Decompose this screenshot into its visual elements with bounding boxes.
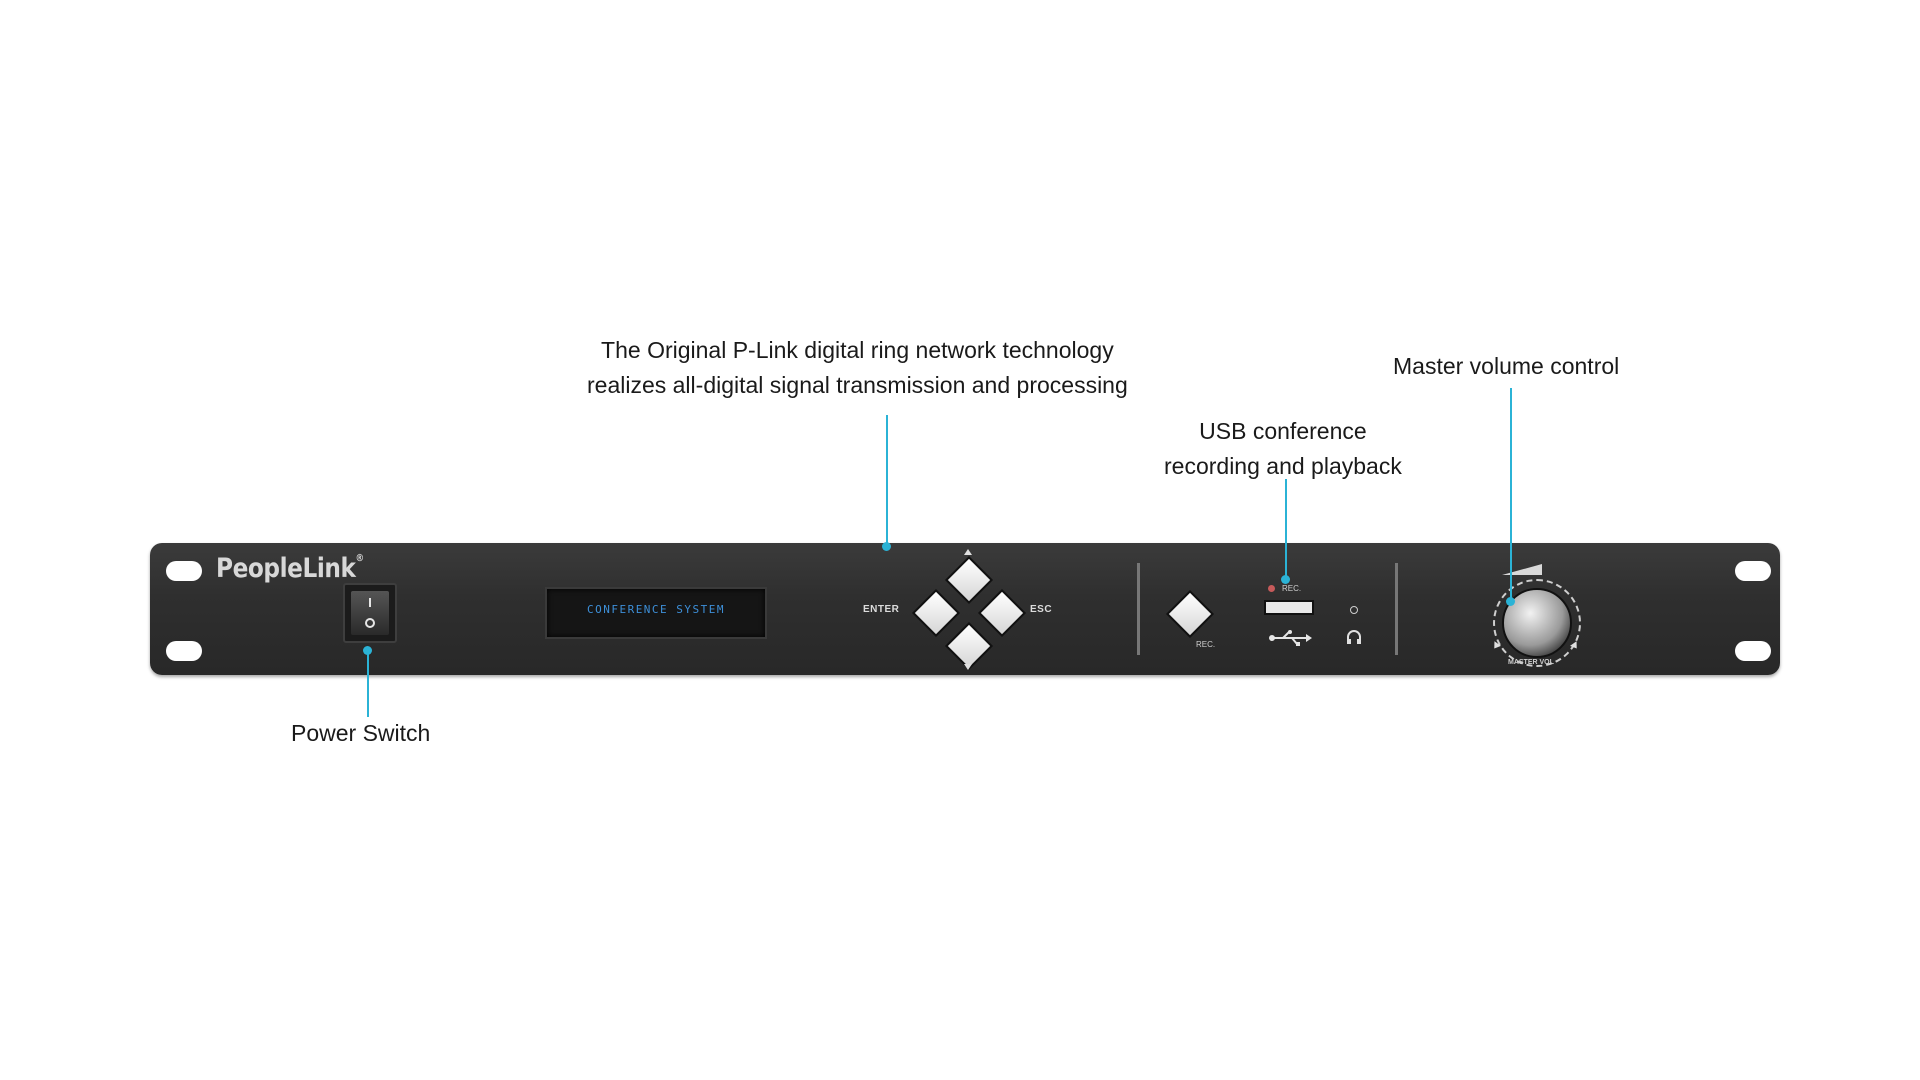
- rack-mount-slot-top-left: [166, 561, 202, 581]
- rec-button-label: REC.: [1196, 640, 1216, 649]
- ring-network-leader-dot: [882, 542, 891, 551]
- status-dot-icon: [1350, 606, 1358, 614]
- usb-leader-dot: [1281, 575, 1290, 584]
- rack-mount-slot-bottom-left: [166, 641, 202, 661]
- power-switch-callout: Power Switch: [291, 716, 430, 751]
- usb-callout-line2: recording and playback: [1164, 453, 1402, 479]
- panel-divider-left: [1137, 563, 1140, 655]
- ring-network-callout-line1: The Original P-Link digital ring network…: [601, 337, 1114, 363]
- conference-controller-panel: PeopleLink® CONFERENCE SYSTEM ENTER ESC …: [150, 543, 1780, 675]
- rec-led-indicator: [1268, 585, 1275, 592]
- volume-knob-ring: [1493, 579, 1581, 667]
- enter-label: ENTER: [863, 604, 900, 615]
- rack-mount-slot-top-right: [1735, 561, 1771, 581]
- headphone-jack-icon[interactable]: [1346, 629, 1362, 645]
- up-arrow-indicator-icon: [964, 549, 972, 555]
- power-switch[interactable]: [343, 583, 397, 643]
- usb-callout: USB conference recording and playback: [1164, 414, 1402, 484]
- power-switch-leader-line: [367, 652, 369, 717]
- down-arrow-indicator-icon: [964, 664, 972, 670]
- usb-icon: [1268, 629, 1312, 647]
- power-on-mark-icon: [369, 598, 371, 607]
- ring-network-leader-line: [886, 415, 888, 548]
- nav-left-button[interactable]: [911, 588, 961, 638]
- esc-label: ESC: [1030, 604, 1053, 615]
- master-volume-label: MASTER VOL: [1508, 659, 1554, 666]
- nav-up-button[interactable]: [944, 555, 994, 605]
- volume-scale-icon: [1502, 563, 1542, 575]
- usb-leader-line: [1285, 479, 1287, 580]
- power-switch-callout-text: Power Switch: [291, 720, 431, 746]
- panel-divider-right: [1395, 563, 1398, 655]
- power-switch-leader-dot: [363, 646, 372, 655]
- usb-callout-line1: USB conference: [1199, 418, 1367, 444]
- master-volume-leader-line: [1510, 388, 1512, 603]
- brand-logo: PeopleLink®: [216, 553, 364, 584]
- display-text: CONFERENCE SYSTEM: [586, 603, 726, 616]
- rack-mount-slot-bottom-right: [1735, 641, 1771, 661]
- rec-button[interactable]: [1165, 589, 1215, 639]
- rec-led-label: REC.: [1282, 584, 1302, 593]
- master-volume-leader-dot: [1506, 597, 1515, 606]
- usb-port[interactable]: [1264, 600, 1314, 615]
- ring-network-callout-line2: realizes all-digital signal transmission…: [587, 372, 1128, 398]
- power-switch-rocker: [351, 591, 389, 635]
- master-volume-callout-text: Master volume control: [1393, 353, 1620, 379]
- ring-network-callout: The Original P-Link digital ring network…: [587, 333, 1128, 403]
- lcd-display: CONFERENCE SYSTEM: [545, 587, 767, 639]
- nav-down-button[interactable]: [944, 621, 994, 671]
- master-volume-callout: Master volume control: [1393, 349, 1619, 384]
- power-off-mark-icon: [365, 618, 375, 628]
- nav-right-button[interactable]: [977, 588, 1027, 638]
